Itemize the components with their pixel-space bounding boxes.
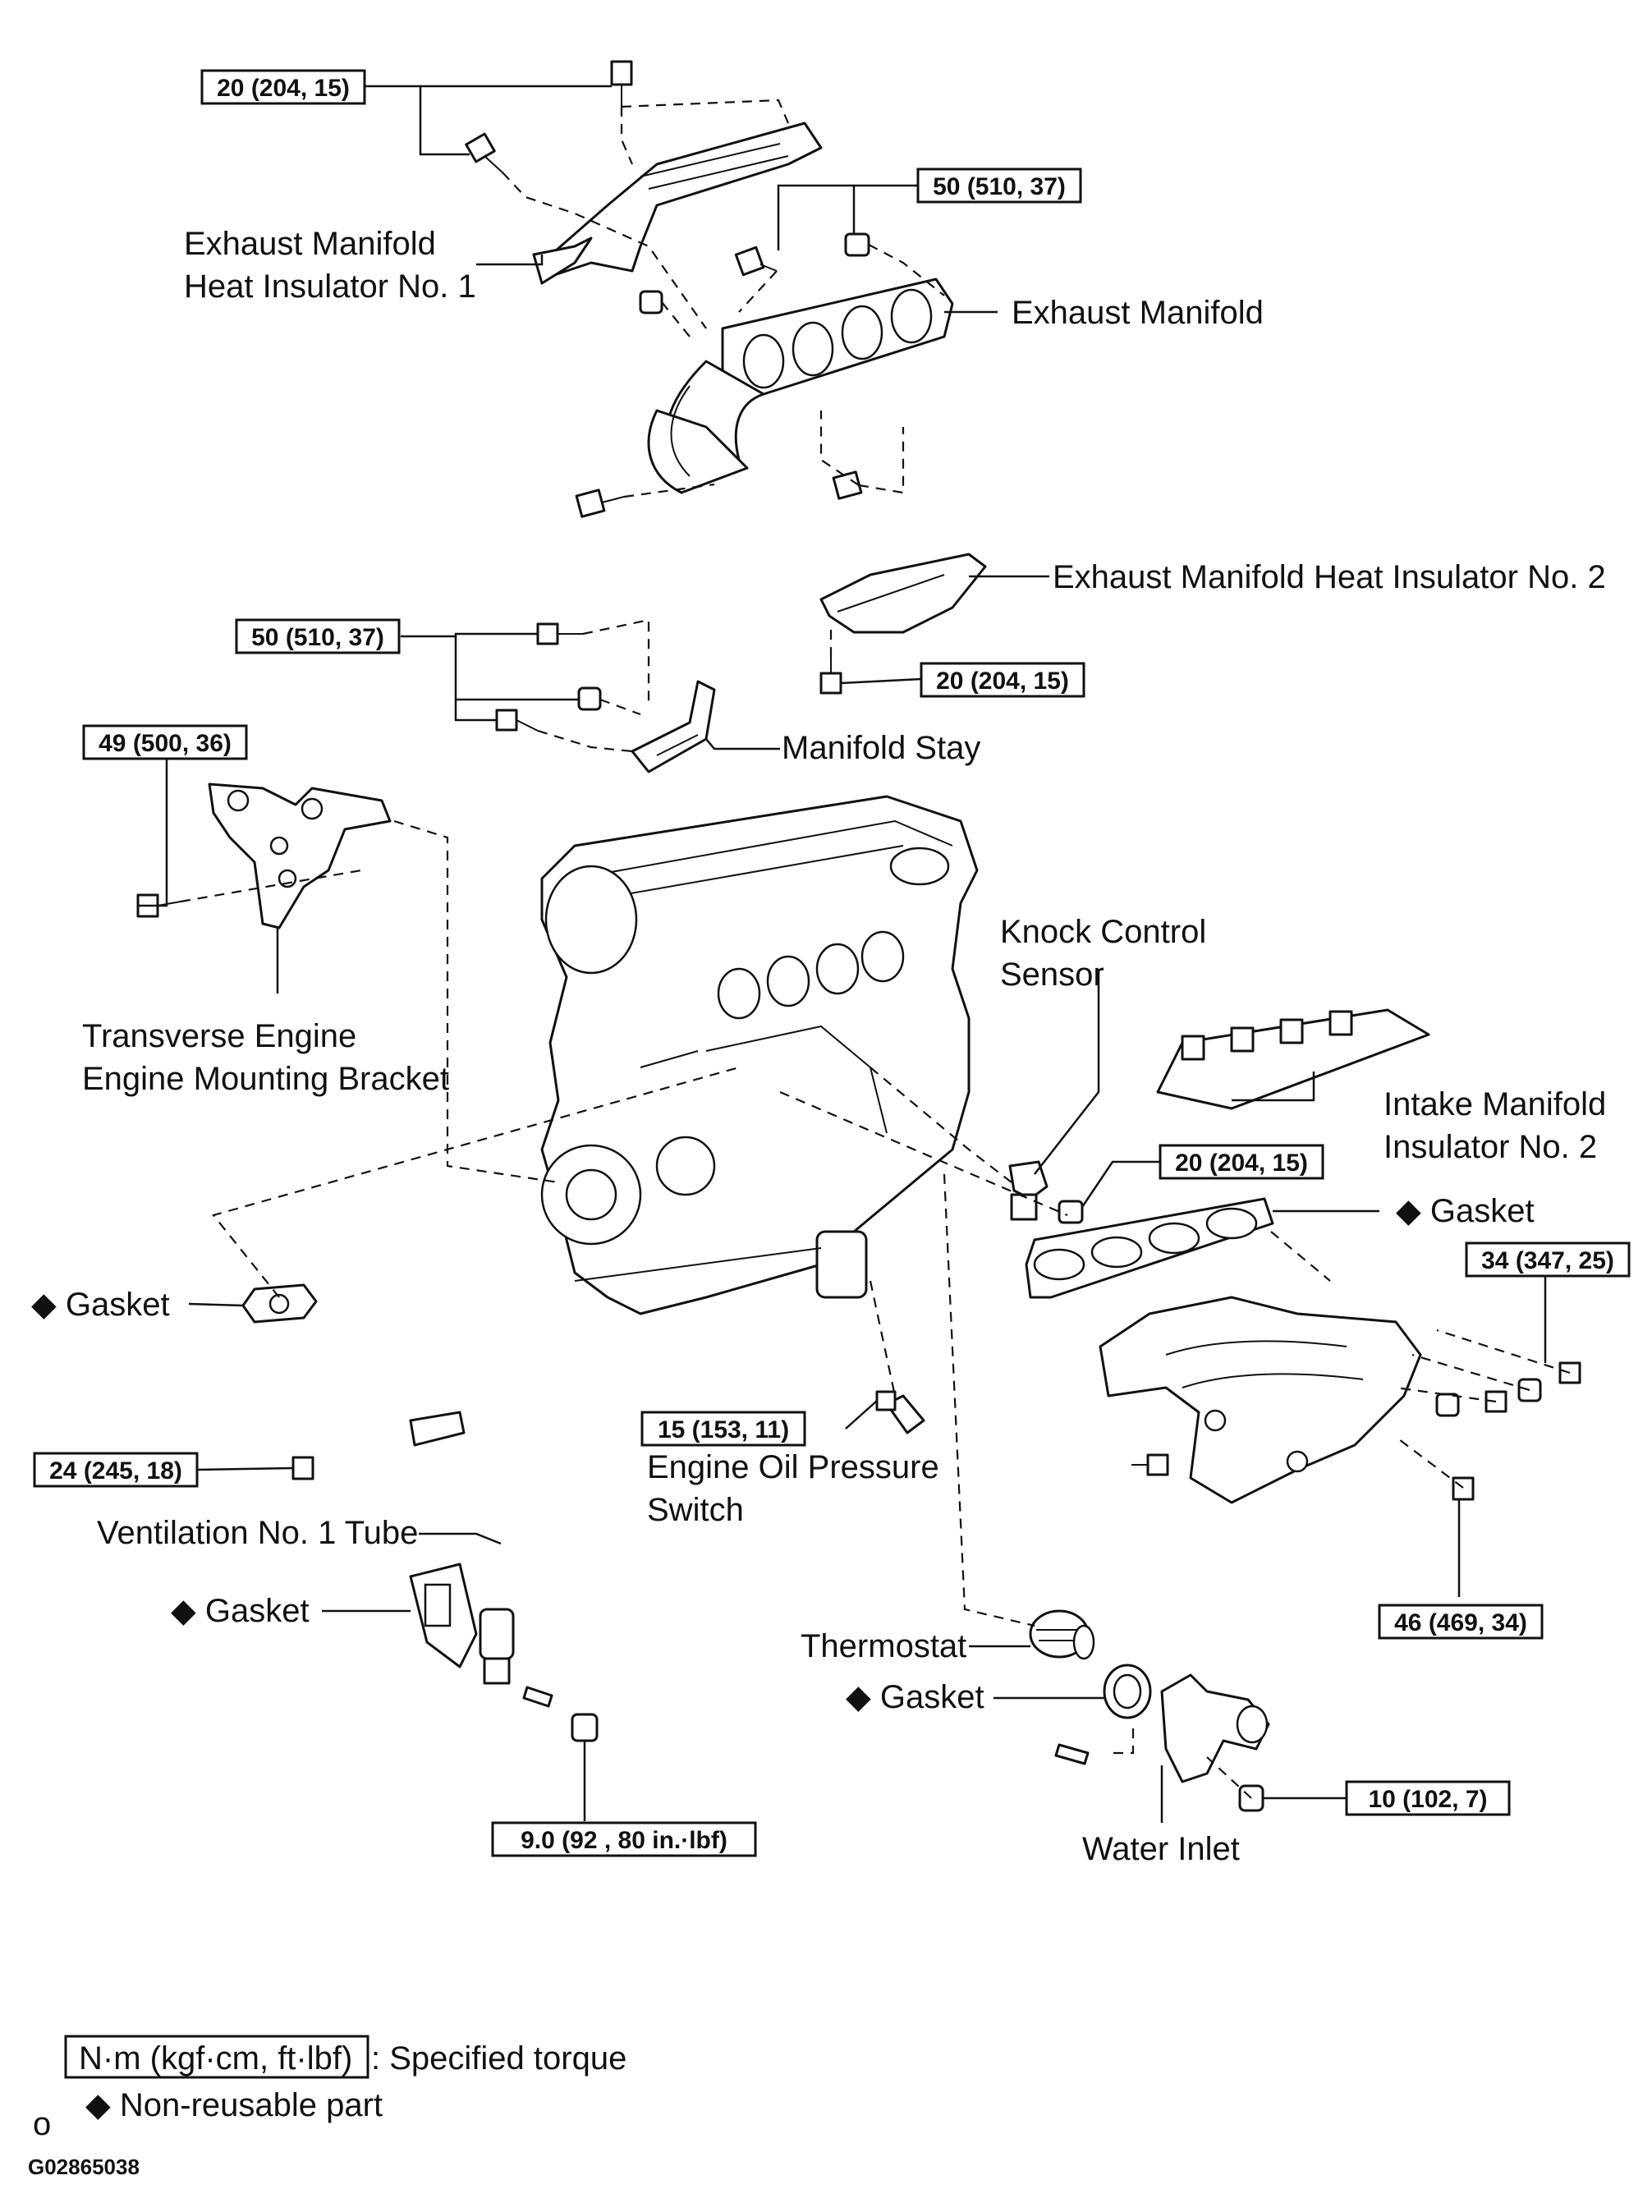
label-oil-switch-line1: Engine Oil Pressure bbox=[647, 1449, 939, 1485]
svg-text:10 (102, 7): 10 (102, 7) bbox=[1368, 1786, 1487, 1813]
exhaust-manifold bbox=[647, 278, 954, 494]
torque-intake-top: 34 (347, 25) bbox=[1465, 1241, 1631, 1278]
exhaust-manifold-nuts bbox=[575, 232, 870, 518]
label-gasket-thermostat: ◆ Gasket bbox=[846, 1679, 984, 1715]
label-mount-bracket-line2: Engine Mounting Bracket bbox=[82, 1061, 449, 1097]
torque-insulator2: 20 (204, 15) bbox=[920, 662, 1085, 698]
knock-sensor bbox=[1008, 1160, 1049, 1221]
torque-vent-bolt: 24 (245, 18) bbox=[33, 1452, 199, 1488]
leader-lines bbox=[138, 85, 1547, 1823]
label-intake-insulator-line1: Intake Manifold bbox=[1384, 1086, 1606, 1122]
svg-text:24 (245, 18): 24 (245, 18) bbox=[49, 1457, 182, 1485]
exhaust-insulator-2 bbox=[819, 553, 987, 634]
torque-vent-nut: 9.0 (92 , 80 in.·lbf) bbox=[491, 1821, 757, 1857]
svg-text:50 (510, 37): 50 (510, 37) bbox=[933, 173, 1066, 200]
engine-block bbox=[540, 795, 979, 1315]
ventilation-gasket-top bbox=[241, 1283, 318, 1324]
label-oil-switch-line2: Switch bbox=[647, 1492, 744, 1528]
svg-text:34 (347, 25): 34 (347, 25) bbox=[1481, 1247, 1614, 1274]
label-ventilation-tube: Ventilation No. 1 Tube bbox=[97, 1515, 418, 1551]
svg-text:50 (510, 37): 50 (510, 37) bbox=[251, 624, 384, 651]
label-exhaust-insulator-1-line2: Heat Insulator No. 1 bbox=[184, 268, 476, 305]
torque-exhaust: 50 (510, 37) bbox=[916, 168, 1082, 204]
label-exhaust-insulator-2: Exhaust Manifold Heat Insulator No. 2 bbox=[1053, 559, 1606, 595]
ventilation-gasket-bottom bbox=[409, 1563, 478, 1668]
torque-oil-switch: 15 (153, 11) bbox=[640, 1411, 806, 1447]
svg-text:46 (469, 34): 46 (469, 34) bbox=[1394, 1609, 1527, 1636]
label-knock-sensor-line1: Knock Control bbox=[1000, 914, 1206, 950]
vent-stud-and-nut bbox=[522, 1686, 599, 1742]
label-intake-insulator-line2: Insulator No. 2 bbox=[1384, 1129, 1597, 1165]
thermostat-part bbox=[1029, 1609, 1095, 1660]
legend-torque-desc: : Specified torque bbox=[371, 2040, 626, 2077]
label-manifold-stay: Manifold Stay bbox=[782, 730, 980, 766]
label-thermostat: Thermostat bbox=[801, 1628, 966, 1664]
label-exhaust-insulator-1-line1: Exhaust Manifold bbox=[184, 226, 436, 262]
svg-text:49 (500, 36): 49 (500, 36) bbox=[99, 730, 232, 757]
label-gasket-intake: ◆ Gasket bbox=[1396, 1193, 1535, 1229]
figure-id: G02865038 bbox=[28, 2155, 140, 2179]
label-exhaust-manifold: Exhaust Manifold bbox=[1012, 295, 1264, 331]
stay-bolts bbox=[495, 622, 602, 732]
label-gasket-left: ◆ Gasket bbox=[31, 1287, 170, 1323]
svg-text:20 (204, 15): 20 (204, 15) bbox=[217, 75, 350, 102]
water-inlet-part bbox=[1160, 1673, 1270, 1783]
exhaust-insulator-1 bbox=[532, 122, 823, 285]
oil-pressure-switch bbox=[875, 1390, 925, 1434]
label-mount-bracket-line1: Transverse Engine bbox=[82, 1018, 356, 1054]
svg-text:20 (204, 15): 20 (204, 15) bbox=[936, 668, 1069, 695]
ventilation-tube bbox=[292, 1320, 515, 1685]
legend-nonreusable: ◆ Non-reusable part bbox=[85, 2087, 383, 2123]
intake-manifold bbox=[1099, 1296, 1422, 1504]
manifold-stay bbox=[631, 680, 716, 773]
legend: N·m (kgf·cm, ft·lbf) : Specified torque … bbox=[28, 2035, 626, 2179]
intake-insulator-2 bbox=[1156, 1008, 1430, 1110]
torque-bracket: 49 (500, 36) bbox=[82, 724, 248, 760]
torque-water-inlet: 10 (102, 7) bbox=[1345, 1780, 1511, 1816]
water-inlet-stud-nut bbox=[1054, 1743, 1264, 1812]
label-gasket-vent: ◆ Gasket bbox=[171, 1593, 310, 1629]
insulator1-bolts bbox=[465, 60, 633, 173]
svg-text:9.0 (92 , 80 in.·lbf): 9.0 (92 , 80 in.·lbf) bbox=[521, 1827, 727, 1854]
insulator2-bolt bbox=[819, 672, 842, 695]
torque-stay: 50 (510, 37) bbox=[235, 618, 401, 654]
legend-corner-mark: o bbox=[33, 2106, 51, 2142]
intake-gasket bbox=[1025, 1197, 1274, 1299]
svg-text:20 (204, 15): 20 (204, 15) bbox=[1175, 1150, 1308, 1177]
torque-insulator1: 20 (204, 15) bbox=[200, 69, 366, 105]
intake-bolts bbox=[1131, 1361, 1581, 1501]
legend-torque-unit: N·m (kgf·cm, ft·lbf) bbox=[79, 2040, 352, 2077]
torque-knock: 20 (204, 15) bbox=[1159, 1144, 1324, 1180]
label-knock-sensor-line2: Sensor bbox=[1000, 957, 1104, 993]
torque-intake-bottom: 46 (469, 34) bbox=[1378, 1604, 1544, 1640]
label-water-inlet: Water Inlet bbox=[1082, 1831, 1240, 1867]
legend-torque-box bbox=[64, 2035, 369, 2079]
thermostat-gasket bbox=[1103, 1664, 1152, 1719]
knock-nut bbox=[1058, 1200, 1084, 1224]
vent-bolt bbox=[291, 1456, 314, 1480]
engine-mounting-bracket bbox=[208, 782, 392, 929]
assembly-dashed-lines bbox=[180, 99, 1571, 1799]
svg-text:15 (153, 11): 15 (153, 11) bbox=[658, 1416, 789, 1443]
